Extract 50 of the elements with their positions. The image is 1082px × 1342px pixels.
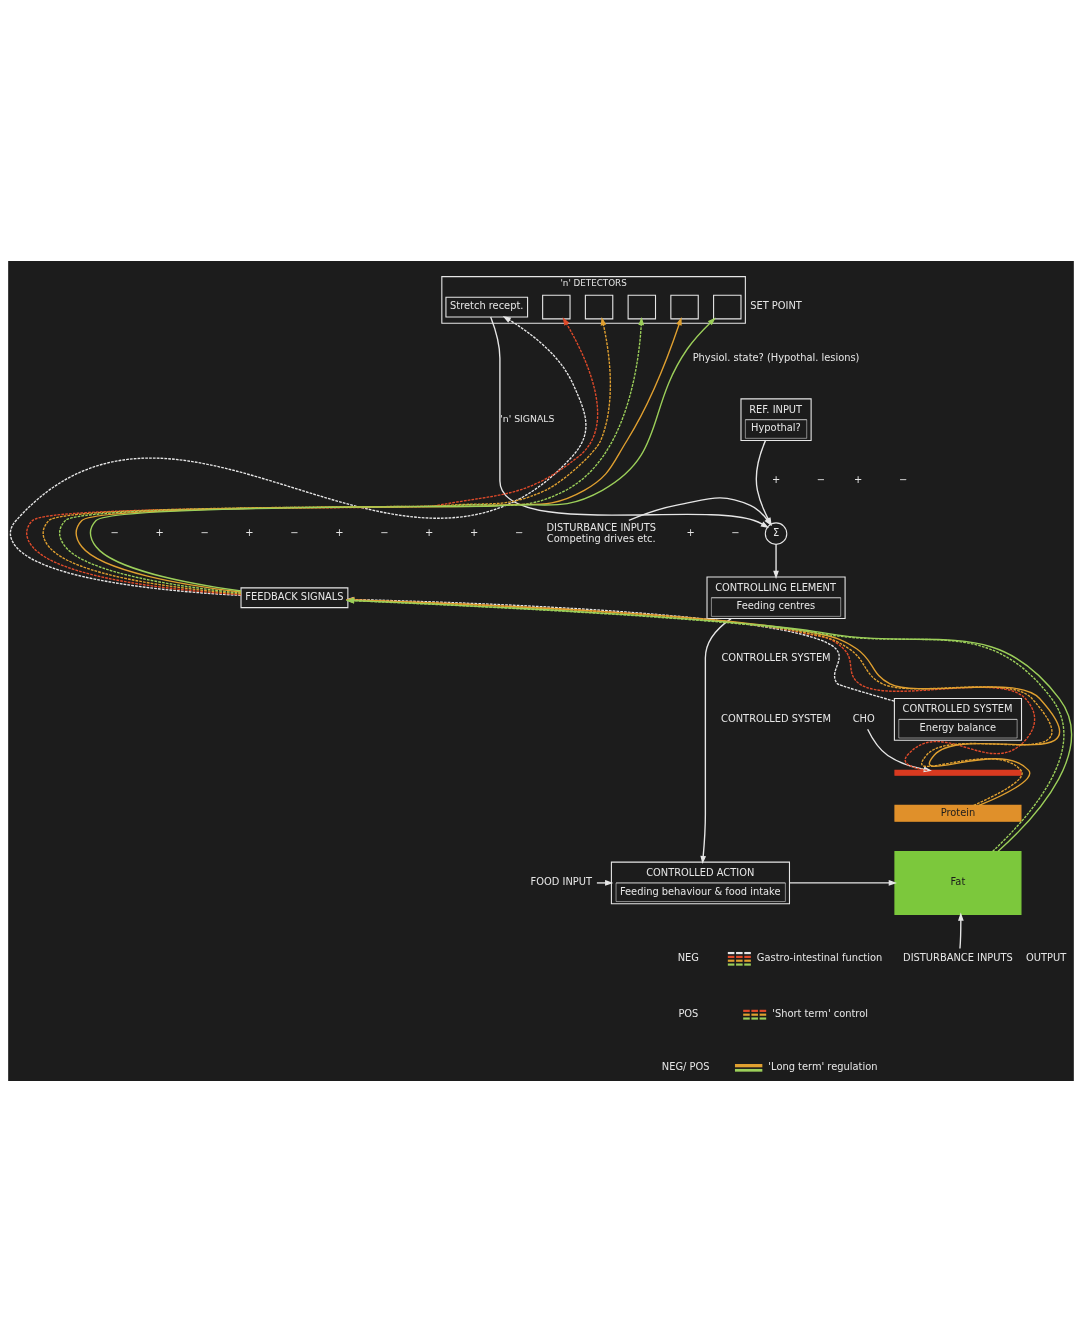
- label: +: [245, 527, 254, 539]
- node-text: FOOD INPUT: [530, 876, 592, 888]
- legend-label: 'Long term' regulation: [768, 1061, 878, 1073]
- label: NEG: [677, 951, 700, 963]
- label: +: [470, 527, 479, 539]
- arrow: [345, 596, 895, 702]
- label: −: [110, 527, 119, 539]
- label: CONTROLLER SYSTEM: [721, 651, 831, 663]
- label: −: [514, 527, 524, 539]
- label: +: [771, 473, 781, 485]
- label: −: [899, 473, 908, 485]
- legend-label: 'Short term' control: [772, 1008, 868, 1020]
- node-text: DISTURBANCE INPUTS Competing drives etc.: [546, 521, 657, 544]
- label: +: [155, 527, 164, 539]
- node-box: Stretch recept.: [445, 296, 529, 318]
- node-box: [627, 294, 657, 320]
- legend-label: Gastro-intestinal function: [756, 952, 883, 964]
- arrow: [866, 728, 932, 773]
- label: NEG/ POS: [661, 1061, 710, 1073]
- label: −: [200, 527, 209, 539]
- label: CONTROLLED SYSTEM: [721, 712, 831, 724]
- label: −: [380, 527, 389, 539]
- arrow: [957, 912, 964, 950]
- node-box: [670, 294, 699, 320]
- arrow: [773, 543, 779, 579]
- label: −: [731, 527, 740, 539]
- label: +: [335, 527, 344, 539]
- node-box: [542, 294, 571, 320]
- arrow: [596, 880, 614, 886]
- arrow: [789, 880, 897, 886]
- label: SET POINT: [750, 300, 802, 312]
- node-circle: Σ: [764, 522, 788, 545]
- node-text: CHO: [852, 712, 875, 724]
- label: +: [425, 527, 434, 539]
- label: +: [854, 473, 863, 485]
- node-box: FEEDBACK SIGNALS: [240, 587, 349, 609]
- label: −: [816, 473, 826, 485]
- node-text: DISTURBANCE INPUTS: [903, 951, 1013, 963]
- node-box: Fat: [894, 850, 1022, 915]
- label: OUTPUT: [1026, 951, 1067, 963]
- label: −: [290, 527, 299, 539]
- node-box: Protein: [894, 804, 1022, 822]
- edge-label: 'n' SIGNALS: [500, 412, 555, 424]
- arrow: [700, 617, 732, 865]
- label: POS: [678, 1008, 699, 1020]
- node-bar: [894, 769, 1022, 776]
- label: Physiol. state? (Hypothal. lesions): [692, 352, 860, 364]
- node-box: [713, 294, 742, 320]
- node-box: [584, 294, 614, 320]
- label: +: [686, 527, 695, 539]
